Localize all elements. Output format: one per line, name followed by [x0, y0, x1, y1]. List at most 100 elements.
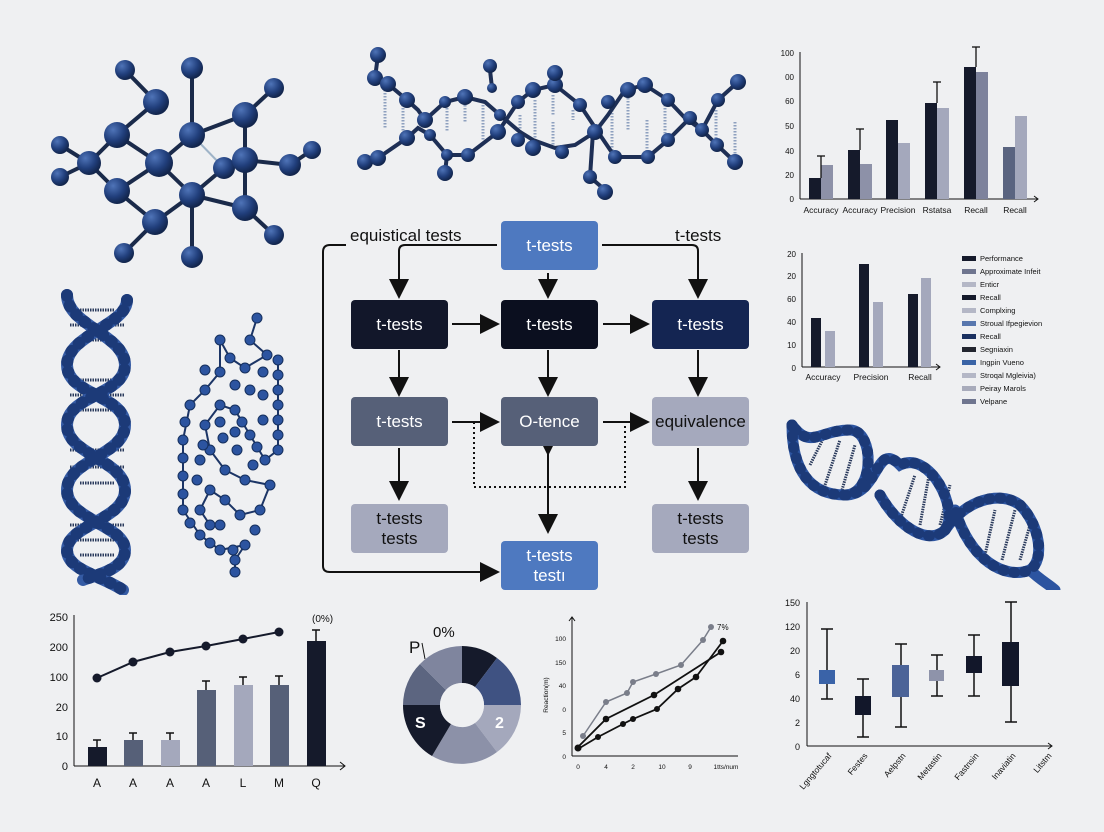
node-line-1: t-tests	[677, 508, 724, 528]
node-line-1: t-tests	[526, 545, 573, 565]
svg-text:0: 0	[790, 195, 795, 204]
svg-text:2: 2	[795, 718, 800, 728]
svg-text:Accuracy: Accuracy	[804, 205, 840, 215]
dna-diagonal-icon	[786, 419, 1061, 590]
molecule-icon	[51, 57, 321, 268]
svg-text:Velpane: Velpane	[980, 397, 1007, 406]
svg-text:Rstatsa: Rstatsa	[923, 205, 952, 215]
flow-label-t-tests: t-tests	[675, 226, 722, 245]
svg-text:0: 0	[562, 707, 566, 714]
svg-text:Metastin: Metastin	[915, 751, 943, 782]
svg-text:Inaviatin: Inaviatin	[990, 751, 1018, 782]
flow-node-r2c2[interactable]: O-tence	[501, 397, 598, 446]
svg-text:A: A	[93, 776, 101, 790]
svg-text:P: P	[409, 638, 420, 657]
flow-node-top[interactable]: t-tests	[501, 221, 598, 270]
svg-text:Q: Q	[311, 776, 320, 790]
flow-label-equistical-tests: equistical tests	[350, 226, 462, 245]
svg-text:0%: 0%	[433, 624, 455, 641]
svg-text:100: 100	[781, 49, 795, 58]
svg-text:L: L	[240, 776, 247, 790]
svg-text:200: 200	[50, 642, 68, 654]
svg-text:20: 20	[56, 702, 68, 714]
svg-text:Festes: Festes	[845, 751, 869, 777]
svg-text:Recall: Recall	[964, 205, 988, 215]
svg-text:A: A	[129, 776, 137, 790]
svg-text:Peiray Marols: Peiray Marols	[980, 384, 1026, 393]
svg-text:0: 0	[62, 761, 68, 773]
svg-text:Performance: Performance	[980, 254, 1023, 263]
svg-text:5: 5	[562, 730, 566, 737]
svg-text:120: 120	[785, 622, 800, 632]
svg-text:Precision: Precision	[854, 372, 889, 382]
svg-text:Litstm: Litstm	[1031, 751, 1053, 775]
svg-text:Recall: Recall	[980, 293, 1001, 302]
svg-text:Approximate Infeit: Approximate Infeit	[980, 267, 1041, 276]
svg-text:4: 4	[604, 764, 608, 771]
svg-text:(0%): (0%)	[312, 614, 333, 625]
svg-text:A: A	[202, 776, 210, 790]
dna-vertical-icon	[60, 289, 133, 595]
svg-text:Precision: Precision	[881, 205, 916, 215]
node-line-2: tests	[682, 528, 719, 548]
svg-text:Accuracy: Accuracy	[843, 205, 879, 215]
svg-text:Fastnsin: Fastnsin	[952, 751, 980, 782]
flow-node-r1c2[interactable]: t-tests	[501, 300, 598, 349]
svg-text:Complxing: Complxing	[980, 306, 1015, 315]
svg-text:Segniaxin: Segniaxin	[980, 345, 1013, 354]
svg-text:Recall: Recall	[908, 372, 932, 382]
svg-text:0: 0	[576, 764, 580, 771]
svg-text:20: 20	[790, 646, 800, 656]
svg-text:0: 0	[795, 742, 800, 752]
svg-text:A: A	[166, 776, 174, 790]
svg-text:Enticr: Enticr	[980, 280, 1000, 289]
svg-text:Stroual Ifpegievion: Stroual Ifpegievion	[980, 319, 1042, 328]
protein-chain-icon	[177, 312, 284, 578]
flow-node-r2c3[interactable]: equivalence	[652, 397, 749, 446]
svg-text:Recall: Recall	[980, 332, 1001, 341]
node-line-2: testı	[533, 565, 566, 585]
svg-text:100: 100	[50, 672, 68, 684]
svg-text:1tts/num: 1tts/num	[714, 764, 739, 771]
svg-text:Aelpstn: Aelpstn	[882, 751, 908, 779]
dna-horizontal-icon	[357, 47, 746, 200]
svg-text:6: 6	[795, 670, 800, 680]
svg-text:50: 50	[785, 122, 794, 131]
svg-text:Reaction(m): Reaction(m)	[543, 677, 550, 712]
svg-text:20: 20	[787, 272, 796, 281]
svg-text:Stroqal Mgleivia): Stroqal Mgleivia)	[980, 371, 1036, 380]
chart-bottom-left: 250 200 100 20 10 0 (0%) A A A A L M Q	[50, 612, 346, 790]
svg-text:20: 20	[785, 171, 794, 180]
svg-text:40: 40	[559, 683, 567, 690]
svg-text:2: 2	[631, 764, 635, 771]
svg-text:20: 20	[787, 250, 796, 259]
chart-box-plot: 150 120 20 6 40 2 0 Lgngtotucaf Festes A…	[785, 598, 1054, 791]
chart-donut: 0% P S 2	[402, 624, 521, 764]
svg-text:10: 10	[658, 764, 666, 771]
svg-text:100: 100	[555, 636, 566, 643]
svg-text:Accuracy: Accuracy	[806, 372, 842, 382]
svg-text:Lgngtotucaf: Lgngtotucaf	[797, 750, 834, 791]
flow-node-r1c3[interactable]: t-tests	[652, 300, 749, 349]
node-line-1: t-tests	[376, 508, 423, 528]
svg-text:M: M	[274, 776, 284, 790]
flow-node-r1c1[interactable]: t-tests	[351, 300, 448, 349]
svg-text:00: 00	[785, 73, 794, 82]
svg-text:7%: 7%	[717, 623, 729, 632]
flow-node-r3c3[interactable]: t-tests tests	[652, 504, 749, 553]
svg-text:2: 2	[495, 715, 504, 732]
chart-line: 0 5 0 40 150 100 Reaction(m) 0 4 2 10 9 …	[543, 616, 739, 771]
svg-text:0: 0	[792, 364, 797, 373]
flow-node-bottom[interactable]: t-tests testı	[501, 541, 598, 590]
chart-top-right: 100 00 60 50 40 20 0 Accuracy Accuracy P…	[781, 46, 1039, 215]
svg-text:Ingpin Vueno: Ingpin Vueno	[980, 358, 1024, 367]
svg-text:9: 9	[688, 764, 692, 771]
node-line-2: tests	[381, 528, 418, 548]
svg-text:S: S	[415, 715, 426, 732]
flow-node-r2c1[interactable]: t-tests	[351, 397, 448, 446]
svg-text:40: 40	[785, 147, 794, 156]
svg-text:Recall: Recall	[1003, 205, 1027, 215]
svg-text:60: 60	[785, 97, 794, 106]
svg-text:10: 10	[56, 731, 68, 743]
flow-node-r3c1[interactable]: t-tests tests	[351, 504, 448, 553]
